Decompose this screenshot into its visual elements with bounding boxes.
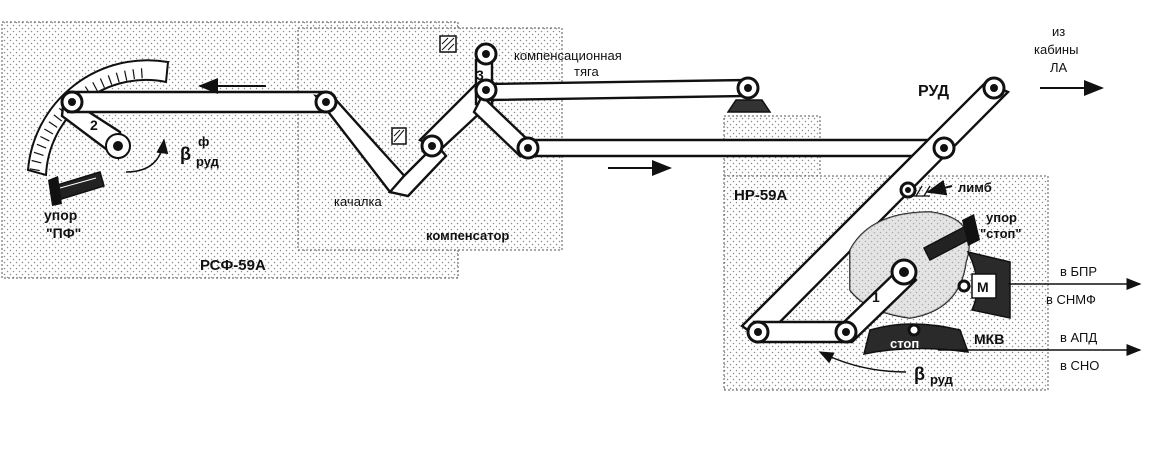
fixed-bracket [726,99,772,113]
num-3-label: 3 [476,67,484,83]
beta-f-symbol: β [180,144,191,164]
komp-tyaga-label-1: компенсационная [514,48,622,63]
scale-tick [140,68,143,79]
mkv-label: МКВ [974,331,1004,347]
graduated-scale [26,59,170,177]
upor-pf-label-2: "ПФ" [46,225,81,241]
scale-tick [29,168,40,172]
scale-tick [107,75,113,85]
num-1-label: 1 [872,289,880,305]
limb-pointer-icon [926,179,953,196]
pins [60,42,1006,344]
limb-label: лимб [958,180,992,195]
v-bpr-label: в БПР [1060,264,1097,279]
nr-label: НР-59А [734,187,788,204]
iz-label: из [1052,24,1065,39]
hatched-bracket-top [439,35,457,53]
komp-tyaga-label-2: тяга [574,64,599,79]
la-label: ЛА [1050,60,1068,75]
v-sno-label: в СНО [1060,358,1099,373]
compensation-rod [484,78,750,102]
pf-stop-screw-icon [48,171,105,206]
stop-screw-icon [923,214,980,262]
scale-tick [124,70,128,81]
v-apd-label: в АПД [1060,330,1097,345]
scale-tick [31,159,42,164]
beta-rud-symbol: β [914,364,925,384]
upor-pf-label-1: упор [44,207,77,223]
scale-tick [92,81,98,92]
compensator-label: компенсатор [426,228,509,243]
scale-tick [33,151,44,156]
upor-stop-label-2: "стоп" [980,226,1022,241]
scale-tick [99,78,105,88]
upor-stop-label-1: упор [986,210,1017,225]
arc-arrow-pf-icon [125,138,169,173]
beta-f-subscript: руд [196,154,220,169]
main-rod [66,90,328,114]
motion-arrows [125,78,1104,373]
m-block [966,250,1011,319]
scale-tick [44,128,54,135]
beta-rud-subscript: руд [930,372,954,387]
scale-tick [132,69,136,80]
scale-tick [115,72,120,83]
v-snmf-label: в СНМФ [1046,292,1096,307]
scale-tick [36,143,47,149]
num-2-label: 2 [90,117,98,133]
scale-tick [48,121,58,128]
scale-tick [40,135,50,142]
kabiny-label: кабины [1034,42,1078,57]
stop-block [862,323,970,355]
rud-label: РУД [918,83,950,100]
stop-label: стоп [890,336,919,351]
arc-arrow-rud-icon [818,351,907,373]
signal-lines [938,278,1142,356]
rsf-label: РСФ-59А [200,257,266,274]
m-label: М [977,279,989,295]
beta-f-superscript: ф [198,134,209,149]
scale-tick [53,114,63,122]
kachalka-label: качалка [334,194,382,209]
hatched-bracket-rocker [391,127,407,145]
